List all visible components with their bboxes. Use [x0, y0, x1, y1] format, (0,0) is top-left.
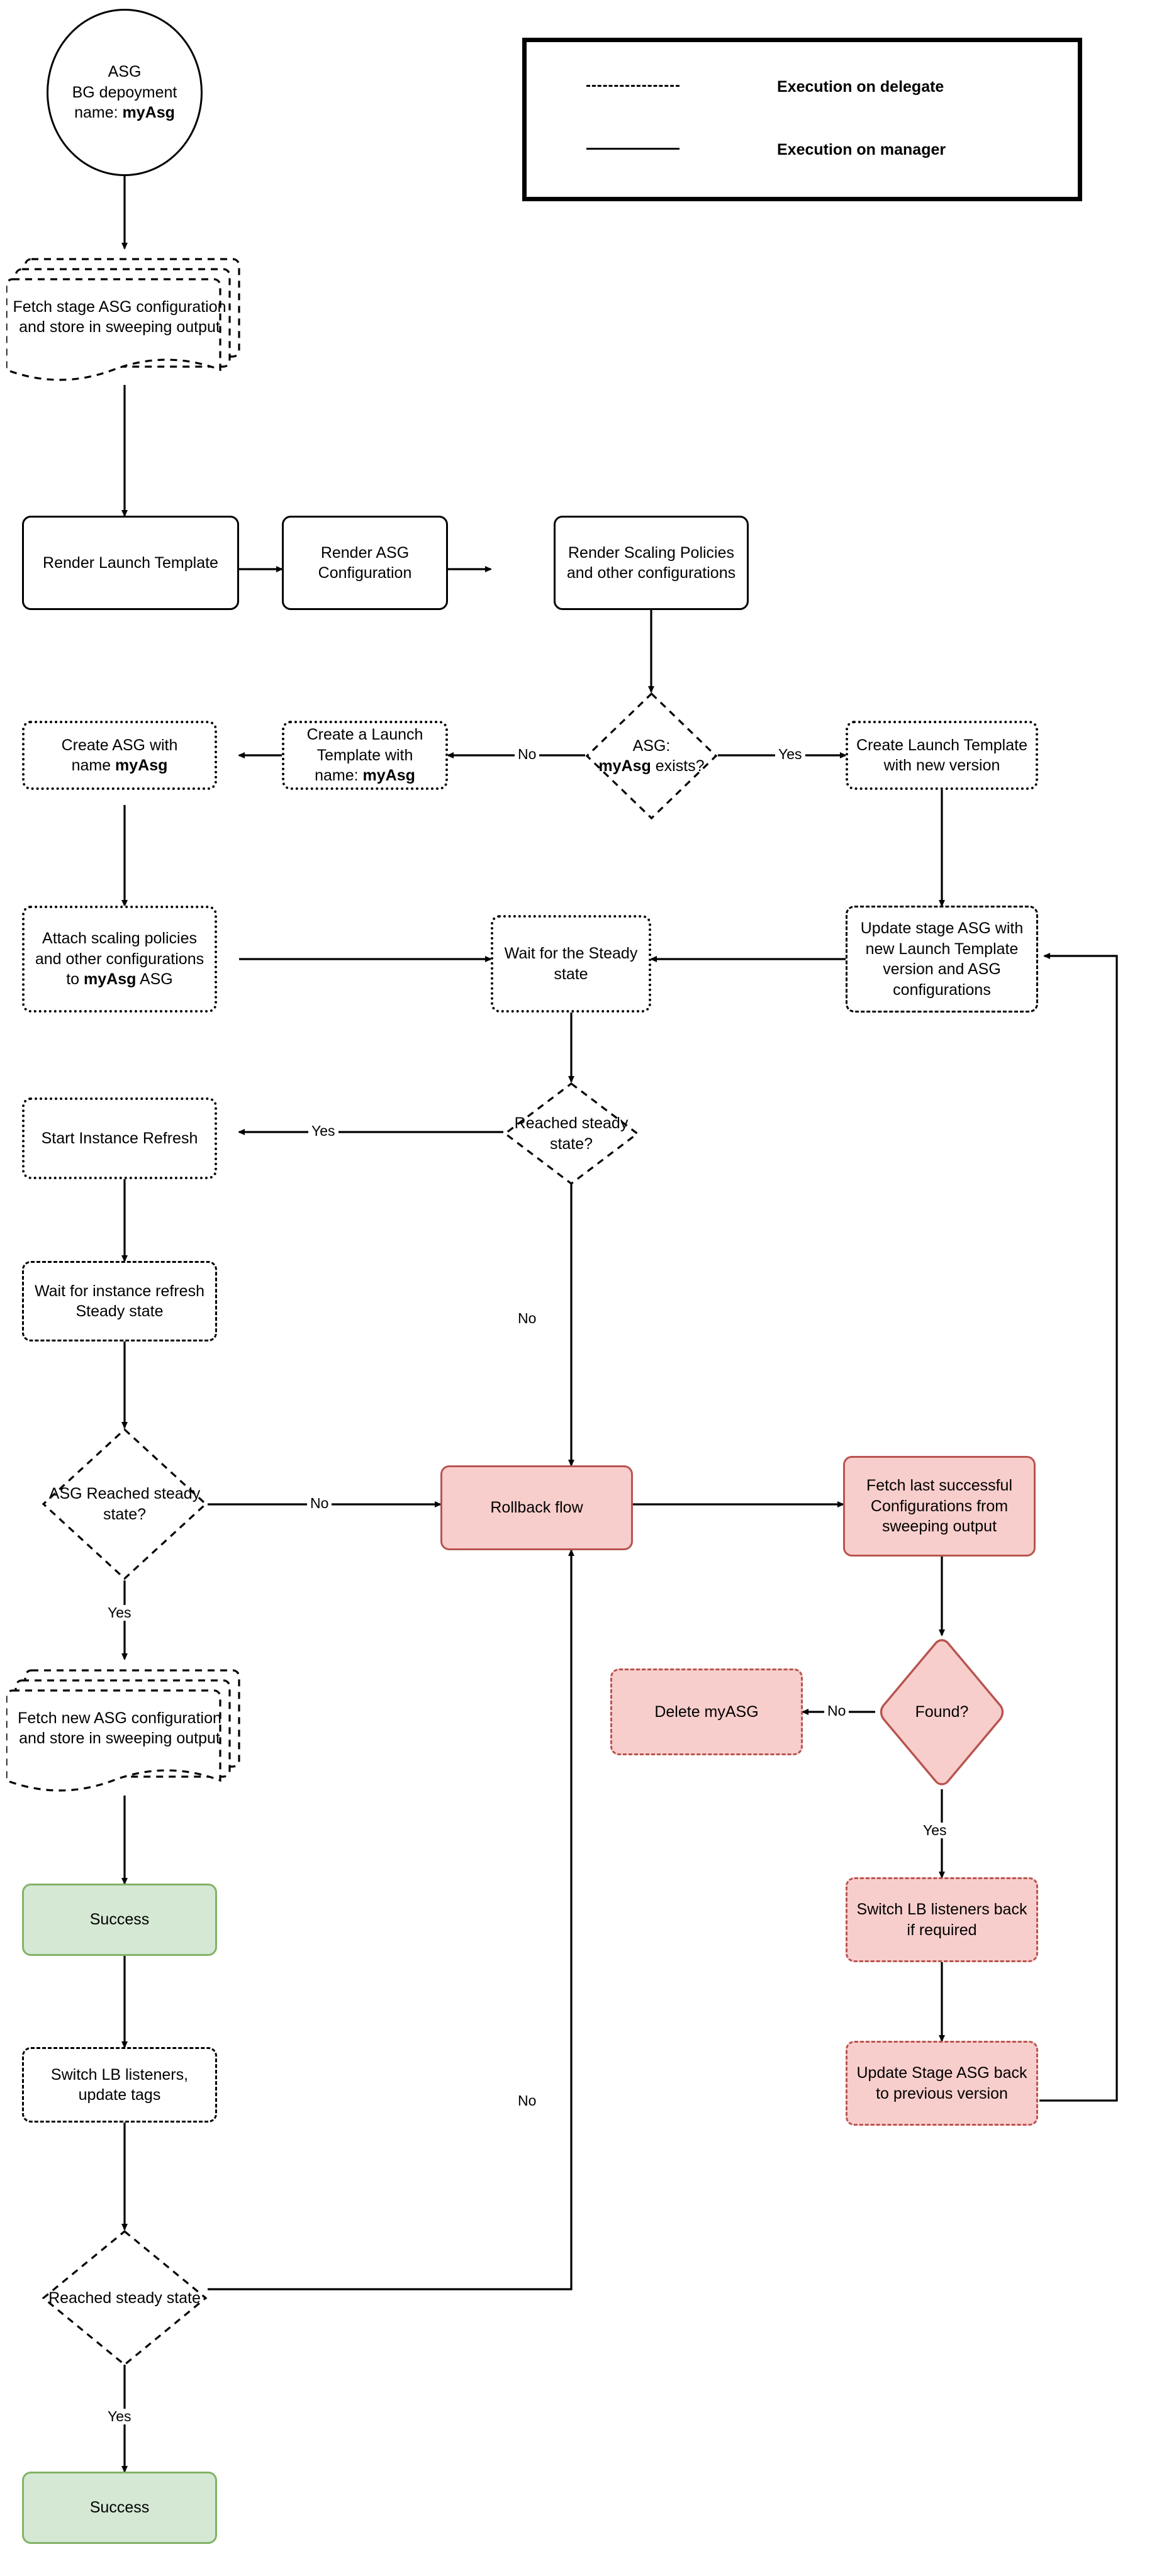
- node-update-stage-asg-label: Update stage ASG with new Launch Templat…: [860, 919, 1024, 999]
- node-success-1-label: Success: [89, 1911, 150, 1929]
- edge-label-asg-exists-no: No: [515, 747, 540, 762]
- node-success-2-label: Success: [89, 2499, 150, 2517]
- legend-row-delegate: [586, 85, 679, 87]
- node-wait-for-steady-state-label: Wait for the Steady state: [504, 945, 638, 983]
- node-render-scaling-policies-label: Render Scaling Policies and other config…: [566, 543, 736, 582]
- node-create-launch-template-new-version-label: Create Launch Template with new version: [856, 736, 1027, 775]
- node-decision-reached-steady-state-label: Reached steady state?: [514, 1114, 629, 1153]
- node-create-asg-myasg[interactable]: Create ASG with name myAsg: [22, 721, 217, 790]
- diamond-shape-icon: [42, 1428, 208, 1580]
- edge-label-reached-steady-yes: Yes: [308, 1123, 338, 1139]
- asp-line-1: Attach scaling policies: [42, 930, 197, 948]
- node-decision-found-label: Found?: [915, 1703, 969, 1721]
- node-update-stage-asg[interactable]: Update stage ASG with new Launch Templat…: [846, 906, 1038, 1013]
- node-create-launch-template-new-version[interactable]: Create Launch Template with new version: [846, 721, 1038, 790]
- node-decision-reached-steady-state[interactable]: Reached steady state?: [503, 1082, 639, 1185]
- node-success-1[interactable]: Success: [22, 1884, 217, 1956]
- asg-exists-line-2-bold: myAsg: [598, 757, 651, 775]
- clt-line-2: Template with: [316, 746, 413, 764]
- legend-label-manager: Execution on manager: [777, 141, 946, 158]
- node-switch-lb-listeners-update-tags[interactable]: Switch LB listeners, update tags: [22, 2047, 217, 2123]
- node-create-launch-template-myasg[interactable]: Create a Launch Template with name: myAs…: [282, 721, 448, 790]
- node-render-asg-configuration[interactable]: Render ASG Configuration: [282, 516, 448, 610]
- node-decision-asg-reached-steady-state-label: ASG Reached steady state?: [48, 1485, 201, 1523]
- asg-exists-line-2-rest: exists?: [651, 757, 705, 775]
- node-render-asg-configuration-label: Render ASG Configuration: [318, 543, 412, 582]
- diamond-shape-icon: [42, 2229, 208, 2367]
- node-decision-asg-exists-label: ASG: myAsg exists?: [595, 736, 708, 777]
- node-wait-instance-refresh-steady-state[interactable]: Wait for instance refresh Steady state: [22, 1261, 217, 1341]
- node-fetch-last-successful-config-label: Fetch last successful Configurations fro…: [866, 1477, 1013, 1536]
- node-start-instance-refresh-label: Start Instance Refresh: [41, 1129, 198, 1147]
- node-decision-reached-steady-state-final-label: Reached steady state: [48, 2289, 201, 2307]
- asp-line-3-bold: myAsg: [84, 970, 137, 989]
- node-wait-instance-refresh-label: Wait for instance refresh Steady state: [34, 1282, 204, 1321]
- node-create-launch-template-myasg-label: Create a Launch Template with name: myAs…: [303, 724, 427, 786]
- node-render-scaling-policies[interactable]: Render Scaling Policies and other config…: [554, 516, 749, 610]
- node-decision-reached-steady-state-final[interactable]: Reached steady state: [42, 2229, 208, 2367]
- start-line-1: ASG: [108, 63, 142, 81]
- legend-label-delegate: Execution on delegate: [777, 78, 944, 96]
- node-fetch-last-successful-config[interactable]: Fetch last successful Configurations fro…: [843, 1456, 1036, 1557]
- node-start-asg-bg-deployment[interactable]: ASG BG depoyment name: myAsg: [47, 9, 203, 176]
- edge-label-asg-exists-yes: Yes: [775, 747, 805, 762]
- node-switch-lb-back-label: Switch LB listeners back if required: [856, 1901, 1027, 1939]
- edge-label-final-steady-no: No: [515, 2093, 540, 2109]
- asp-line-3-prefix: to: [66, 970, 84, 989]
- node-decision-found[interactable]: Found?: [875, 1635, 1009, 1789]
- casg-line-1: Create ASG with: [61, 736, 178, 754]
- legend-box: Execution on delegate Execution on manag…: [522, 38, 1082, 201]
- node-attach-scaling-policies[interactable]: Attach scaling policies and other config…: [22, 906, 217, 1013]
- node-switch-lb-listeners-update-tags-label: Switch LB listeners, update tags: [50, 2065, 189, 2104]
- node-delete-myasg-label: Delete myASG: [654, 1702, 759, 1721]
- node-switch-lb-back-if-required[interactable]: Switch LB listeners back if required: [846, 1877, 1038, 1962]
- clt-line-3-bold: myAsg: [362, 767, 415, 785]
- edge-label-found-yes: Yes: [920, 1823, 950, 1838]
- legend-dashed-line-icon: [586, 85, 679, 87]
- node-rollback-flow[interactable]: Rollback flow: [440, 1465, 633, 1550]
- legend-solid-line-icon: [586, 148, 679, 150]
- node-fetch-new-asg-config[interactable]: Fetch new ASG configuration and store in…: [5, 1659, 252, 1801]
- node-fetch-stage-asg-config[interactable]: Fetch stage ASG configuration and store …: [5, 245, 252, 390]
- node-decision-asg-reached-steady-state[interactable]: ASG Reached steady state?: [42, 1428, 208, 1580]
- edge-label-found-no: No: [824, 1703, 849, 1719]
- start-line-3-prefix: name:: [74, 104, 123, 122]
- multidoc-shape-icon: [5, 1669, 240, 1792]
- node-rollback-flow-label: Rollback flow: [490, 1499, 583, 1517]
- start-line-3-bold: myAsg: [122, 104, 175, 122]
- clt-line-1: Create a Launch: [306, 726, 423, 744]
- edge-label-reached-steady-no: No: [515, 1311, 540, 1326]
- node-decision-asg-exists[interactable]: ASG: myAsg exists?: [585, 692, 718, 820]
- casg-line-2-bold: myAsg: [115, 757, 168, 774]
- node-delete-myasg[interactable]: Delete myASG: [610, 1668, 803, 1755]
- node-fetch-new-asg-config-label: Fetch new ASG configuration and store in…: [18, 1709, 221, 1748]
- edge-label-final-steady-yes: Yes: [104, 2409, 135, 2424]
- casg-line-2-prefix: name: [71, 757, 116, 774]
- clt-line-3-prefix: name:: [315, 767, 363, 785]
- diamond-shape-icon: [585, 692, 718, 820]
- node-attach-scaling-policies-label: Attach scaling policies and other config…: [31, 928, 208, 990]
- node-create-asg-myasg-label: Create ASG with name myAsg: [58, 735, 182, 776]
- start-line-2: BG depoyment: [72, 83, 177, 101]
- diamond-shape-icon: [880, 1639, 1004, 1785]
- node-update-stage-asg-previous-label: Update Stage ASG back to previous versio…: [856, 2064, 1027, 2102]
- edge-label-asg-reached-steady-yes: Yes: [104, 1605, 135, 1621]
- diamond-shape-icon: [503, 1082, 639, 1185]
- asp-line-2: and other configurations: [35, 950, 204, 968]
- node-start-instance-refresh[interactable]: Start Instance Refresh: [22, 1097, 217, 1179]
- edge-label-asg-reached-steady-no: No: [307, 1496, 332, 1511]
- multidoc-shape-icon: [5, 258, 240, 381]
- node-start-label: ASG BG depoyment name: myAsg: [69, 62, 181, 123]
- legend-row-manager: [586, 148, 679, 150]
- node-update-stage-asg-previous-version[interactable]: Update Stage ASG back to previous versio…: [846, 2041, 1038, 2126]
- node-render-launch-template-label: Render Launch Template: [43, 553, 218, 572]
- asp-line-3-suffix: ASG: [136, 970, 173, 989]
- node-wait-for-steady-state[interactable]: Wait for the Steady state: [491, 915, 651, 1013]
- asg-exists-line-1: ASG:: [632, 736, 671, 755]
- node-fetch-stage-asg-label: Fetch stage ASG configuration and store …: [13, 297, 226, 336]
- node-success-2[interactable]: Success: [22, 2472, 217, 2544]
- node-render-launch-template[interactable]: Render Launch Template: [22, 516, 239, 610]
